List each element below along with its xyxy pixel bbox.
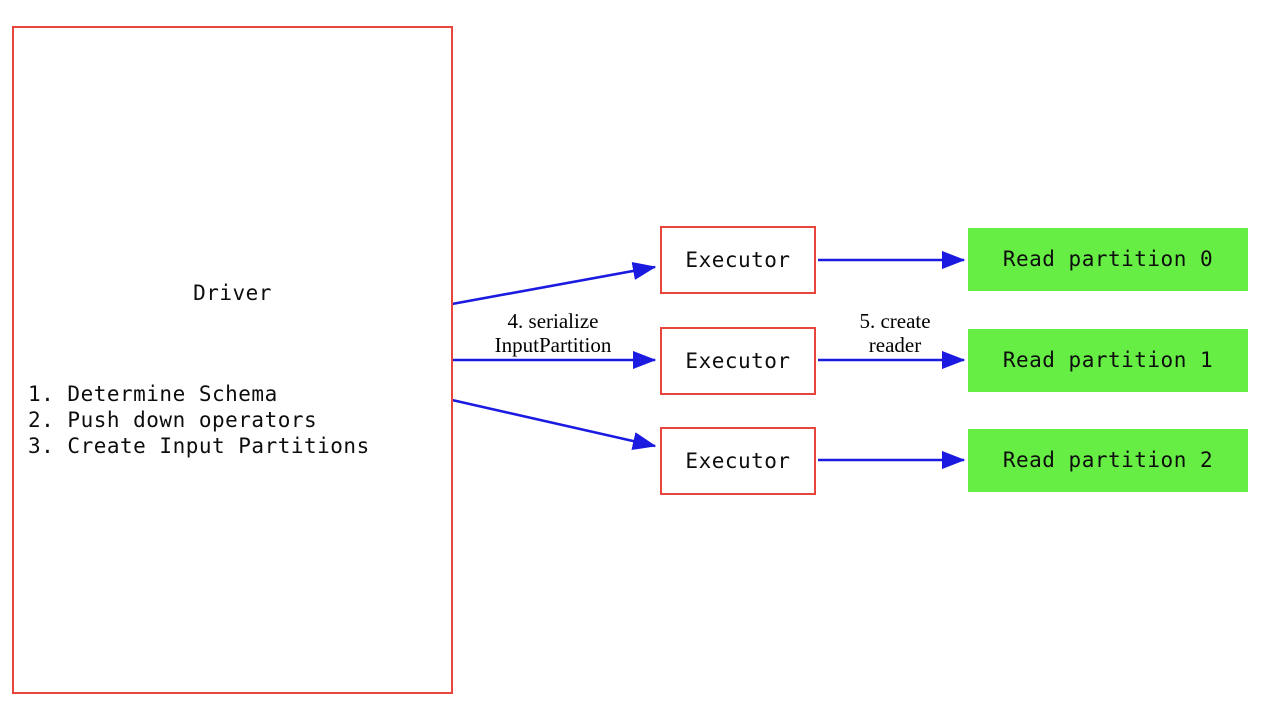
edge-label-serialize-inputpartition: 4. serialize InputPartition xyxy=(494,309,612,357)
edge-label-create-reader: 5. create reader xyxy=(859,309,931,357)
read-partition-box-1: Read partition 1 xyxy=(968,329,1248,392)
executor-label-0: Executor xyxy=(685,247,791,272)
executor-box-2: Executor xyxy=(660,427,816,495)
driver-step-2: 2. Push down operators xyxy=(28,408,318,432)
driver-box: Driver 1. Determine Schema 2. Push down … xyxy=(12,26,453,694)
executor-label-2: Executor xyxy=(685,448,791,473)
read-partition-box-2: Read partition 2 xyxy=(968,429,1248,492)
arrow-driver-to-executor-2 xyxy=(451,398,657,450)
executor-box-0: Executor xyxy=(660,226,816,294)
driver-title: Driver xyxy=(193,281,272,305)
driver-step-1: 1. Determine Schema xyxy=(28,382,278,406)
driver-steps-list: 1. Determine Schema 2. Push down operato… xyxy=(28,381,370,459)
read-partition-label-1: Read partition 1 xyxy=(1002,348,1214,372)
read-partition-label-0: Read partition 0 xyxy=(1002,247,1214,271)
executor-box-1: Executor xyxy=(660,327,816,395)
read-partition-box-0: Read partition 0 xyxy=(968,228,1248,291)
executor-label-1: Executor xyxy=(685,348,791,373)
arrow-driver-to-executor-0 xyxy=(451,262,657,306)
driver-step-3: 3. Create Input Partitions xyxy=(28,434,370,458)
read-partition-label-2: Read partition 2 xyxy=(1002,448,1214,472)
